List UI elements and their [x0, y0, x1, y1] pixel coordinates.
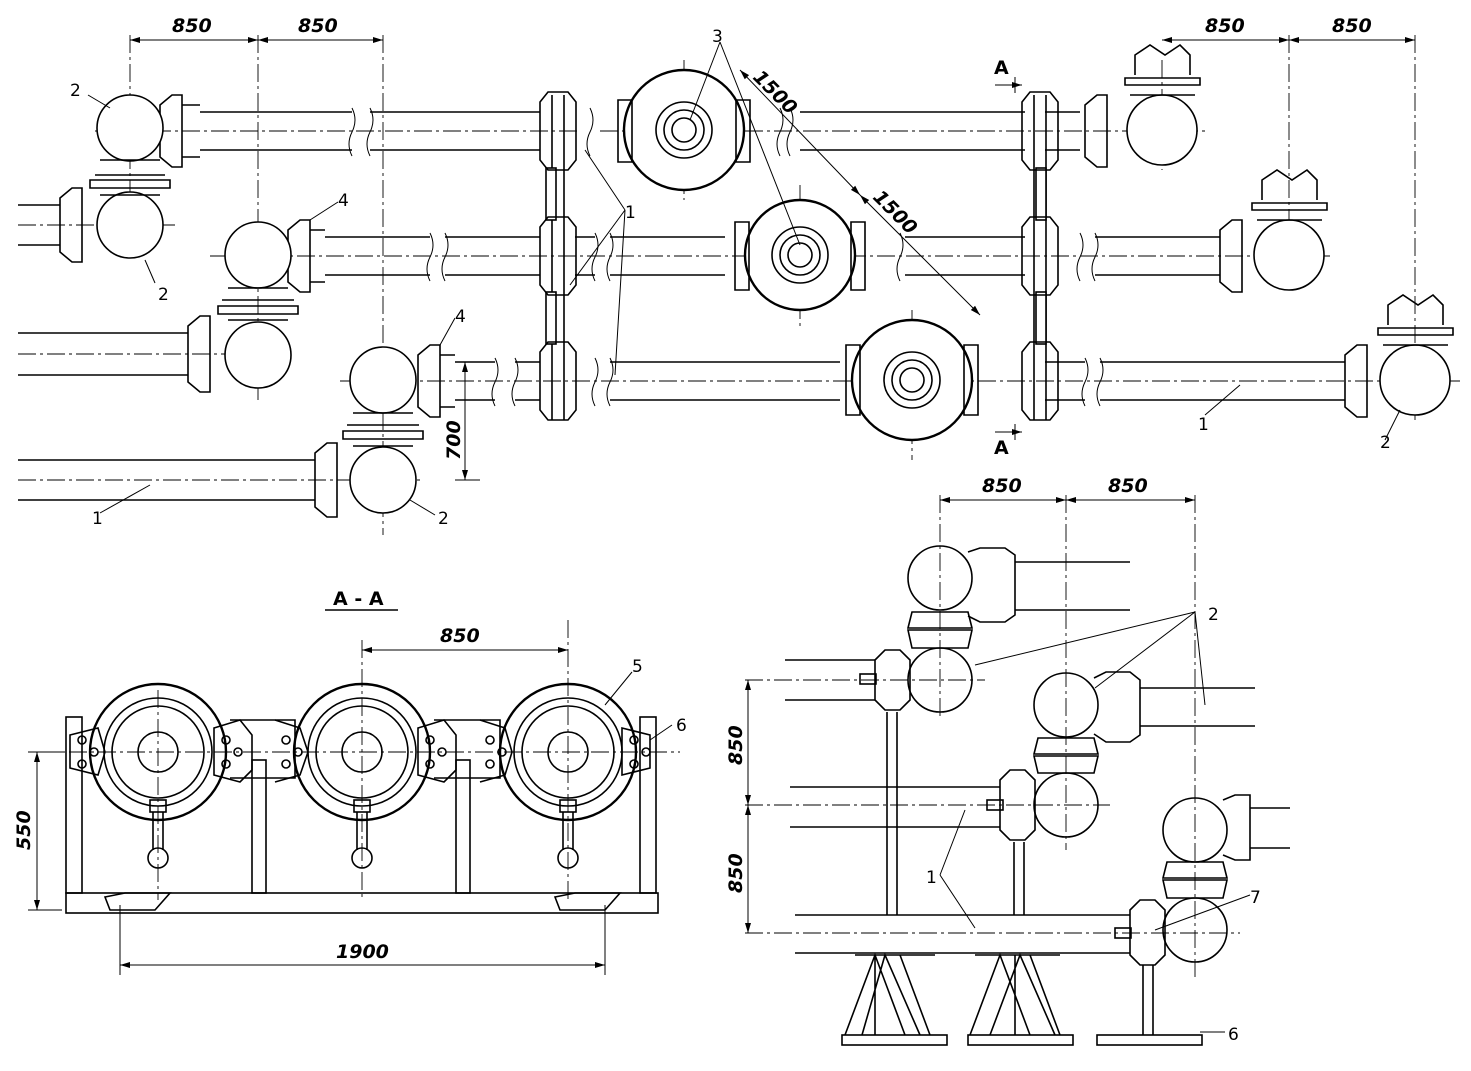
dim-850-side-vertical-1: 850 — [725, 725, 747, 765]
callout-pipe-2: 1 — [92, 509, 103, 529]
dim-850-top-left-1: 850 — [172, 15, 212, 37]
side-view: 850 850 850 850 2 1 7 6 — [725, 475, 1290, 1046]
dim-1500-diag-2: 1500 — [868, 186, 921, 239]
section-mark-bottom: А — [994, 437, 1009, 459]
callout-pipe-side: 1 — [926, 868, 937, 888]
compensators — [617, 68, 979, 442]
dim-850-side-vertical-2: 850 — [725, 853, 747, 893]
side-brackets — [859, 649, 1166, 966]
plan-tees — [89, 43, 1454, 514]
callout-pipe-1: 1 — [625, 203, 636, 223]
dim-550-section: 550 — [13, 810, 35, 850]
callout-bracket: 7 — [1250, 888, 1261, 908]
callout-clamp: 5 — [632, 657, 643, 677]
dim-850-top-right-2: 850 — [1332, 15, 1372, 37]
callout-support-1: 6 — [676, 716, 687, 736]
dim-850-section: 850 — [440, 625, 480, 647]
callout-tee-4: 2 — [1380, 433, 1391, 453]
callout-tee-1: 2 — [70, 81, 81, 101]
dim-700-vertical: 700 — [443, 420, 465, 460]
plan-dimension-lines — [130, 37, 1415, 481]
plan-flanges — [59, 91, 1368, 518]
section-frame — [65, 716, 659, 914]
section-centerlines — [40, 620, 680, 900]
callout-tee-side: 2 — [1208, 605, 1219, 625]
dim-850-top-right-1: 850 — [1205, 15, 1245, 37]
side-supports — [841, 712, 1203, 1046]
plan-frame-posts — [545, 95, 1047, 420]
callout-compensator: 3 — [712, 27, 723, 47]
side-pipes — [785, 561, 1290, 954]
callout-tee-3: 2 — [438, 509, 449, 529]
side-dimension-lines — [745, 497, 1251, 1033]
callout-flange-1: 4 — [338, 191, 349, 211]
section-title: А - А — [333, 588, 384, 610]
plan-leaders — [87, 41, 1401, 516]
callout-tee-2: 2 — [158, 285, 169, 305]
callout-flange-2: 4 — [455, 307, 466, 327]
section-dimension-lines — [28, 647, 673, 975]
section-mark-top: А — [994, 57, 1009, 79]
callout-pipe-3: 1 — [1198, 415, 1209, 435]
dim-1900-section: 1900 — [336, 941, 389, 963]
dim-850-side-1: 850 — [982, 475, 1022, 497]
dim-850-top-left-2: 850 — [298, 15, 338, 37]
callout-support-2: 6 — [1228, 1025, 1239, 1045]
dim-1500-diag-1: 1500 — [748, 66, 801, 119]
section-a-a-view: А - А — [13, 588, 687, 975]
side-centerlines — [745, 495, 1240, 980]
side-tees — [906, 545, 1251, 963]
dim-850-side-2: 850 — [1108, 475, 1148, 497]
plan-view: 850 850 850 850 1500 1500 700 А А 2 2 2 … — [18, 15, 1460, 535]
